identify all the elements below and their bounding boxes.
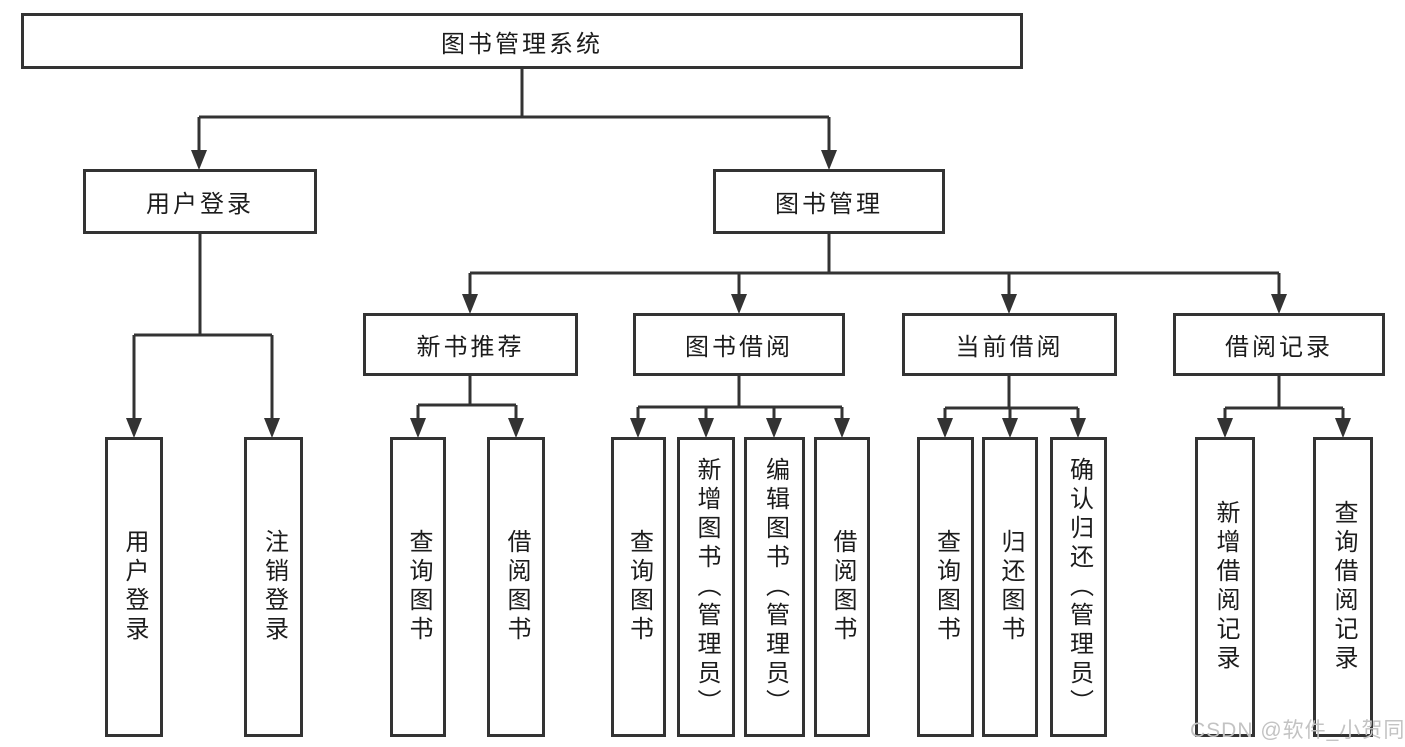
node-current-borrowing-label: 当前借阅 [955,334,1064,361]
leaf-confirm-return-admin-label: 确认归还（管理员） [1065,456,1093,718]
node-book-borrowing: 图书借阅 [633,313,845,376]
leaf-borrow-books-1: 借阅图书 [487,437,545,737]
leaf-query-borrow-record-label: 查询借阅记录 [1330,500,1357,674]
leaf-query-books-2: 查询图书 [611,437,666,737]
leaf-edit-books-admin-label: 编辑图书（管理员） [761,456,789,718]
leaf-borrow-books-2-label: 借阅图书 [829,529,856,645]
leaf-logout-label: 注销登录 [260,529,288,645]
leaf-add-books-admin: 新增图书（管理员） [677,437,735,737]
leaf-query-books-3-label: 查询图书 [932,529,960,645]
leaf-user-login-label: 用户登录 [121,529,148,645]
leaf-borrow-books-1-label: 借阅图书 [503,529,530,645]
node-book-management-label: 图书管理 [775,191,883,218]
node-root: 图书管理系统 [21,13,1023,69]
node-new-book-recommend-label: 新书推荐 [416,334,525,361]
leaf-borrow-books-2: 借阅图书 [814,437,870,737]
node-user-login: 用户登录 [83,169,317,234]
leaf-add-books-admin-label: 新增图书（管理员） [693,456,720,718]
leaf-add-borrow-record-label: 新增借阅记录 [1212,500,1239,674]
node-borrowing-records-label: 借阅记录 [1225,334,1333,361]
node-user-login-label: 用户登录 [146,191,254,218]
leaf-add-borrow-record: 新增借阅记录 [1195,437,1255,737]
leaf-query-books-1: 查询图书 [390,437,446,737]
node-borrowing-records: 借阅记录 [1173,313,1385,376]
leaf-return-books: 归还图书 [982,437,1038,737]
leaf-query-borrow-record: 查询借阅记录 [1313,437,1373,737]
node-root-label: 图书管理系统 [441,30,603,58]
watermark: CSDN @软件_小贺同学 [1190,719,1405,742]
node-book-management: 图书管理 [713,169,945,234]
leaf-query-books-1-label: 查询图书 [405,529,432,645]
leaf-logout: 注销登录 [244,437,303,737]
leaf-query-books-2-label: 查询图书 [625,529,653,645]
leaf-return-books-label: 归还图书 [997,529,1024,645]
leaf-query-books-3: 查询图书 [917,437,974,737]
leaf-user-login: 用户登录 [105,437,163,737]
node-new-book-recommend: 新书推荐 [363,313,578,376]
leaf-edit-books-admin: 编辑图书（管理员） [744,437,805,737]
leaf-confirm-return-admin: 确认归还（管理员） [1050,437,1107,737]
node-current-borrowing: 当前借阅 [902,313,1117,376]
arrowheads [126,150,1351,438]
node-book-borrowing-label: 图书借阅 [685,334,793,361]
